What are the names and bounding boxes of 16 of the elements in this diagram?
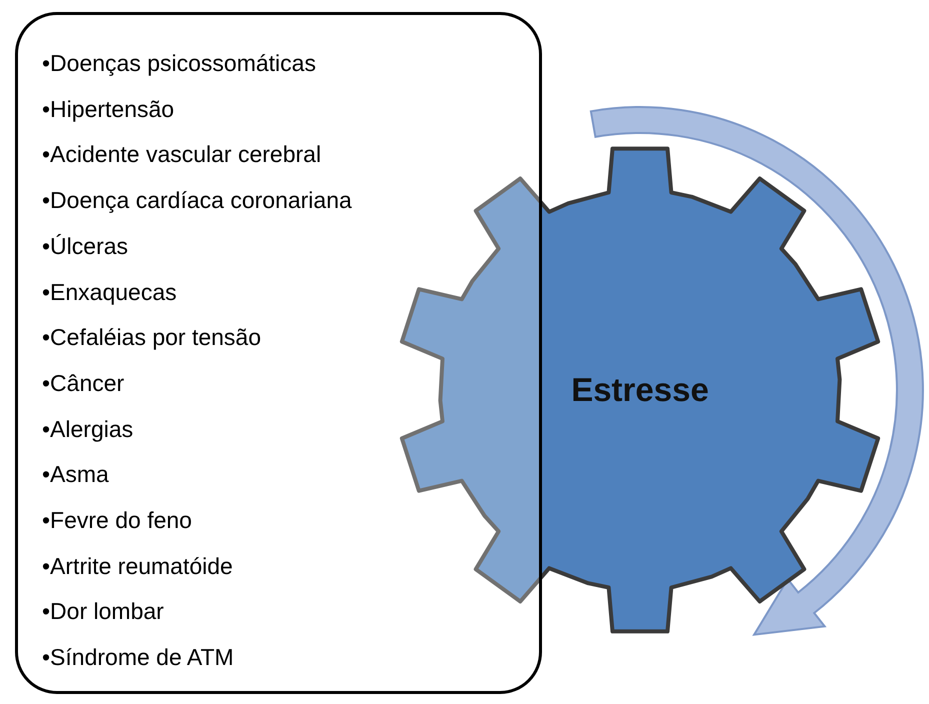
list-item: •Doença cardíaca coronariana: [42, 186, 352, 214]
list-item: •Artrite reumatóide: [42, 552, 233, 580]
list-item: •Hipertensão: [42, 94, 174, 123]
gear-label: Estresse: [570, 370, 710, 410]
list-item: •Asma: [42, 460, 109, 488]
list-item: •Enxaquecas: [42, 278, 177, 306]
list-item: •Câncer: [42, 368, 124, 397]
list-item: •Fevre do feno: [42, 506, 192, 534]
list-item: •Acidente vascular cerebral: [42, 140, 322, 168]
list-item: •Cefaléias por tensão: [42, 323, 262, 352]
list-item: •Síndrome de ATM: [42, 643, 234, 672]
list-item: •Alergias: [42, 414, 134, 443]
list-item: •Úlceras: [42, 232, 128, 260]
list-item: •Dor lombar: [42, 597, 164, 626]
list-box: [15, 12, 542, 694]
list-item: •Doenças psicossomáticas: [42, 49, 316, 77]
